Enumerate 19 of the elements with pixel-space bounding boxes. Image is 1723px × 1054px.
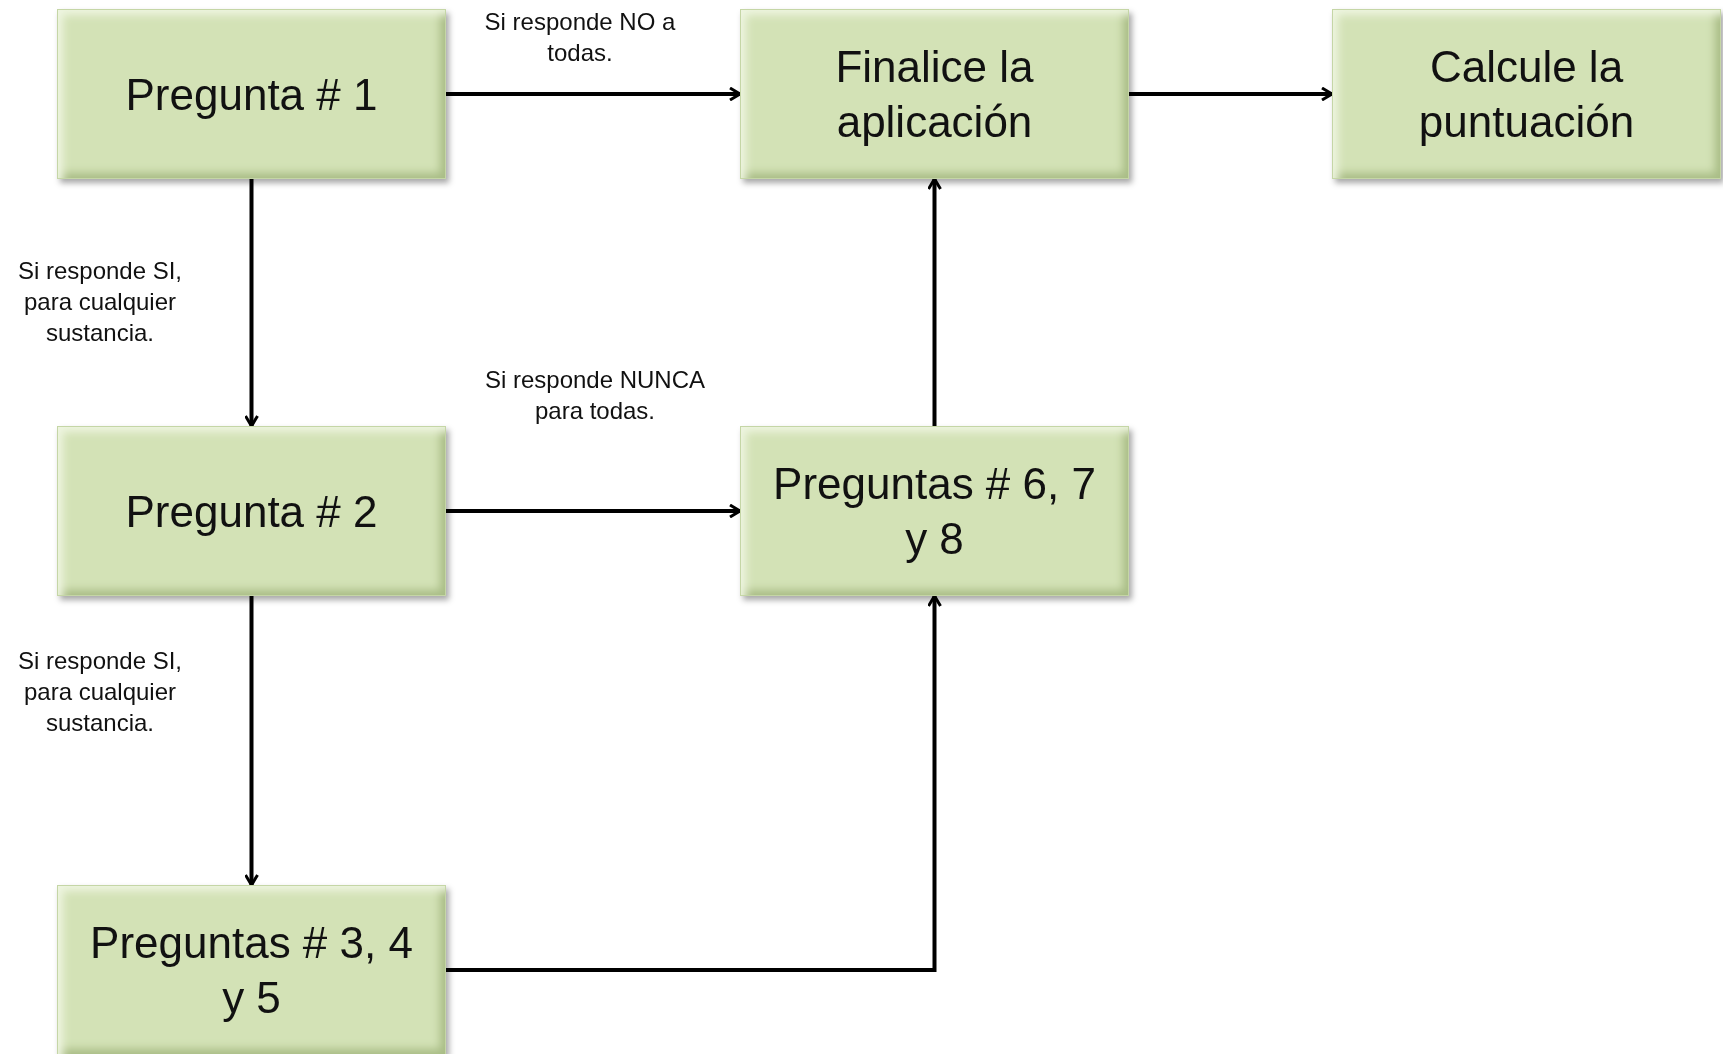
process-box: [1332, 9, 1721, 179]
process-box: [57, 885, 446, 1054]
box-label: Pregunta # 2: [125, 485, 378, 538]
process-box: [57, 9, 446, 179]
box-label: Finalice la aplicación: [834, 41, 1035, 148]
arrow: [446, 503, 742, 519]
arrow: [446, 86, 742, 102]
box-label: Pregunta # 1: [125, 68, 378, 121]
process-box: [740, 426, 1129, 596]
arrow: [1129, 86, 1334, 102]
process-box: [57, 426, 446, 596]
box-label: Preguntas # 3, 4 y 5: [89, 917, 414, 1024]
box-label: Calcule la puntuación: [1417, 41, 1636, 148]
arrow: [244, 179, 259, 428]
arrow: [244, 596, 259, 887]
arrow: [927, 177, 942, 426]
box-label: Preguntas # 6, 7 y 8: [772, 458, 1097, 565]
arrow: [446, 594, 942, 972]
process-box: [740, 9, 1129, 179]
